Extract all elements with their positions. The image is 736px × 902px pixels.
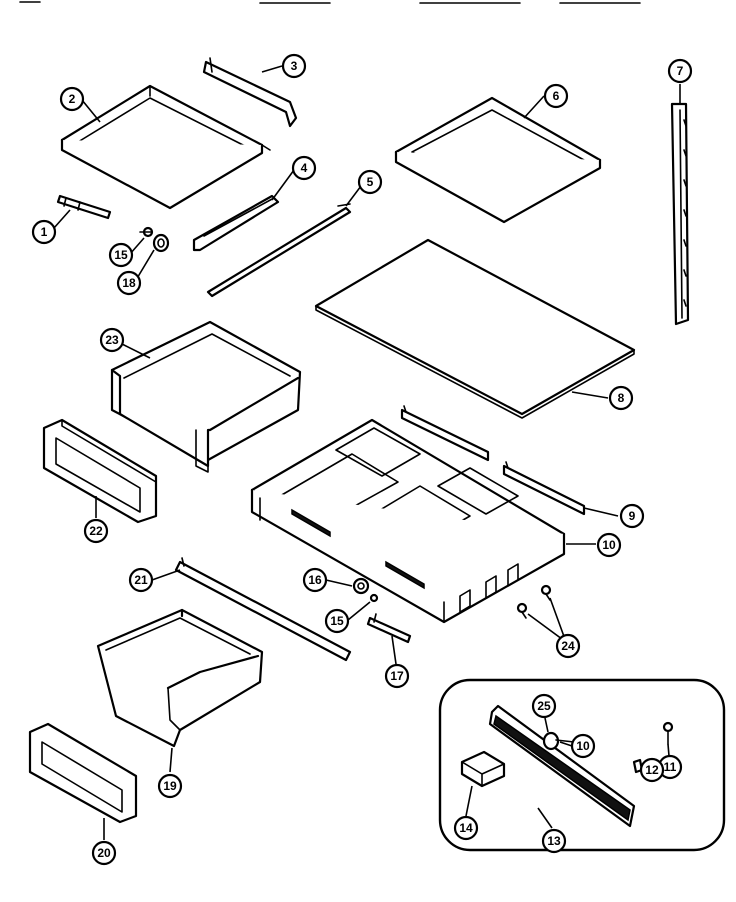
svg-text:6: 6 <box>553 89 560 103</box>
svg-text:18: 18 <box>122 276 136 290</box>
callout-1: 1 <box>31 219 57 245</box>
svg-text:1: 1 <box>41 225 48 239</box>
callout-2: 2 <box>59 86 85 112</box>
callout-7: 7 <box>667 58 693 84</box>
svg-text:7: 7 <box>677 64 684 78</box>
callout-4: 4 <box>291 155 317 181</box>
svg-text:4: 4 <box>301 161 308 175</box>
part-22-drawer-front <box>42 418 158 524</box>
part-13-light-bar <box>488 704 636 828</box>
callout-16: 16 <box>302 567 328 593</box>
callout-17: 17 <box>384 663 410 689</box>
callout-23: 23 <box>99 327 125 353</box>
callout-21: 21 <box>128 567 154 593</box>
top-edge-marks <box>19 1 641 4</box>
callout-20: 20 <box>91 840 117 866</box>
svg-text:19: 19 <box>163 779 177 793</box>
svg-text:8: 8 <box>618 391 625 405</box>
svg-text:14: 14 <box>459 821 473 835</box>
callout-15-lower: 15 <box>324 608 350 634</box>
svg-text:20: 20 <box>97 846 111 860</box>
part-24-screws <box>516 584 552 619</box>
svg-text:5: 5 <box>367 175 374 189</box>
part-21-rail <box>174 557 352 662</box>
part-7-vertical-rail <box>670 102 690 326</box>
part-20-drawer-front <box>28 722 138 824</box>
callout-12: 12 <box>639 757 665 783</box>
svg-text:24: 24 <box>561 639 575 653</box>
svg-text:15: 15 <box>330 614 344 628</box>
callout-9: 9 <box>619 503 645 529</box>
part-6-shelf <box>394 96 602 224</box>
callout-15-upper: 15 <box>108 242 134 268</box>
part-11-fastener <box>662 721 674 745</box>
part-15-screw-upper <box>139 226 154 238</box>
svg-text:10: 10 <box>602 538 616 552</box>
callout-8: 8 <box>608 385 634 411</box>
svg-text:2: 2 <box>69 92 76 106</box>
svg-text:22: 22 <box>89 524 103 538</box>
part-8-glass-panel <box>314 238 636 419</box>
callout-11: 11 <box>657 754 683 780</box>
callout-25: 25 <box>531 693 557 719</box>
leader-lines <box>53 65 681 840</box>
part-18-knob <box>152 233 170 253</box>
callout-13: 13 <box>541 828 567 854</box>
part-16-knob <box>352 577 370 595</box>
callout-19: 19 <box>157 773 183 799</box>
svg-text:3: 3 <box>291 59 298 73</box>
svg-text:23: 23 <box>105 333 119 347</box>
part-3-rail <box>202 57 298 128</box>
svg-text:25: 25 <box>537 699 551 713</box>
callout-24: 24 <box>555 633 581 659</box>
part-2-shelf <box>60 84 271 210</box>
part-17-bracket <box>366 613 412 644</box>
svg-text:21: 21 <box>134 573 148 587</box>
part-4-slide-rail <box>192 194 280 252</box>
svg-text:10: 10 <box>576 739 590 753</box>
svg-text:13: 13 <box>547 834 561 848</box>
part-9-rails <box>400 405 586 516</box>
svg-text:12: 12 <box>645 763 659 777</box>
detail-inset-frame <box>438 678 726 852</box>
part-1-bracket <box>56 194 112 220</box>
part-14-switch-box <box>460 750 506 788</box>
svg-text:9: 9 <box>629 509 636 523</box>
svg-text:15: 15 <box>114 248 128 262</box>
svg-text:17: 17 <box>390 669 404 683</box>
callout-10-frame: 10 <box>596 532 622 558</box>
callout-3: 3 <box>281 53 307 79</box>
part-15-screw-lower <box>369 593 379 603</box>
callout-14: 14 <box>453 815 479 841</box>
part-25-socket <box>542 731 575 751</box>
part-23-crisper-drawer <box>110 320 302 473</box>
callout-6: 6 <box>543 83 569 109</box>
svg-text:11: 11 <box>664 760 677 774</box>
svg-text:16: 16 <box>308 573 322 587</box>
callout-10-inset: 10 <box>570 733 596 759</box>
part-19-drawer <box>96 608 264 748</box>
callout-5: 5 <box>357 169 383 195</box>
callout-22: 22 <box>83 518 109 544</box>
part-5-rod <box>206 203 352 298</box>
part-10-frame <box>250 418 566 624</box>
callout-18: 18 <box>116 270 142 296</box>
